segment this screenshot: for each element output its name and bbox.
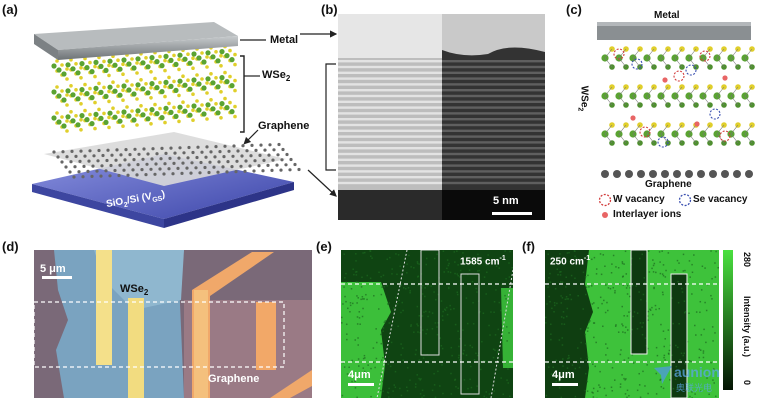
colorbar [723,250,733,390]
w-vacancy-marker [598,193,612,207]
panel-d-scale-bar [42,276,72,279]
graphene-lattice [52,142,301,179]
panel-e-label: (e) [316,239,332,254]
panel-c-crystal-model [597,22,755,218]
raman-noise [545,250,719,398]
wse2-crystal-layers [601,46,755,148]
colorbar-title: Intensity (a.u.) [742,296,752,358]
legend-se-vacancy: Se vacancy [693,194,748,205]
panel-f-label: (f) [522,239,535,254]
panel-d-scale-label: 5 μm [40,263,66,275]
graphene-row [601,170,753,178]
raman-noise [341,250,513,398]
panel-c-wse2-label: WSe2 [576,85,590,112]
interlayer-ion-marker [602,212,608,218]
colorbar-min: 0 [742,380,752,386]
panel-e-wavenumber: 1585 cm-1 [460,255,506,268]
panel-e-scale-label: 4μm [348,369,371,381]
panel-d-wse2-label: WSe2 [120,283,149,298]
panel-c-metal-label: Metal [654,10,680,21]
panel-a-metal-label: Metal [270,34,299,46]
panel-b-scale-label: 5 nm [493,195,519,207]
panel-f-raman-map [545,250,719,398]
panel-b-tem-image [338,14,545,220]
panel-e-scale-bar [348,383,374,386]
panel-c-label: (c) [566,2,582,17]
legend-interlayer-ions: Interlayer ions [613,209,682,220]
panel-f-scale-label: 4μm [552,369,575,381]
panel-e-raman-map [341,250,513,398]
panel-a-schematic [32,22,301,228]
a-to-b-connectors [300,30,338,197]
panel-d-optical-image [34,250,312,398]
panel-f-scale-bar [552,383,578,386]
wse2-layers [51,44,237,133]
panel-c-graphene-label: Graphene [645,179,692,190]
se-vacancy-marker [678,193,692,207]
panel-d-graphene-label: Graphene [208,373,260,385]
colorbar-max: 280 [742,252,752,268]
legend-w-vacancy: W vacancy [613,194,665,205]
tem-lattice-fringes [338,60,545,185]
panel-b-label: (b) [321,2,338,17]
panel-a-wse2-label: WSe2 [262,69,291,84]
panel-a-graphene-label: Graphene [258,120,310,132]
watermark-logo-icon [654,366,672,384]
watermark-text: aunion [674,364,720,380]
panel-d-label: (d) [2,239,19,254]
panel-a-label: (a) [2,2,18,17]
panel-b-scale-bar [492,212,532,215]
watermark-subtext: 奥联光电 [676,384,713,394]
panel-f-wavenumber: 250 cm-1 [550,255,591,268]
